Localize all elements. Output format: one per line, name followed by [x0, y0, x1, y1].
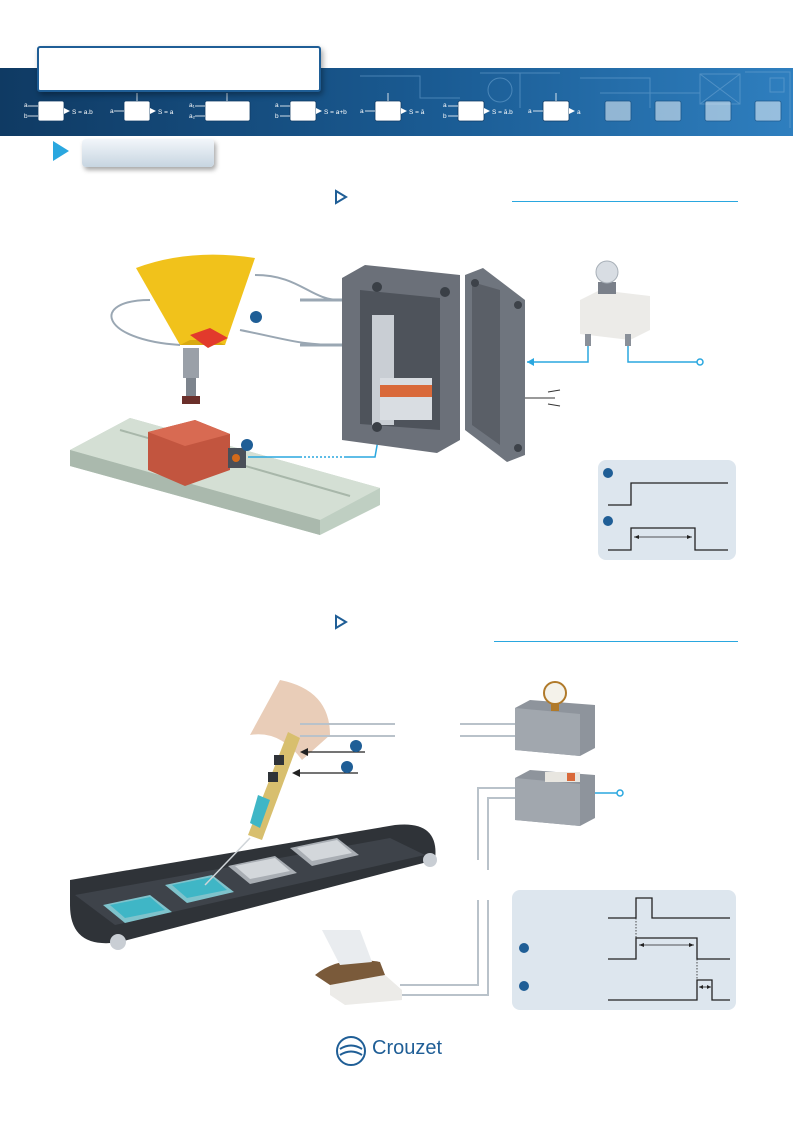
timing-marker-2a: [519, 943, 529, 953]
logic-gate-delta-and: [533, 93, 575, 122]
timing-marker-1a: [603, 468, 613, 478]
gate-input-a: a: [24, 102, 28, 109]
timing-signal-5: [608, 979, 730, 1001]
gate-output-or: S = a+b: [324, 109, 347, 116]
gate-output-delta-and: a: [577, 109, 581, 116]
marker-dot-3: [350, 740, 362, 752]
page-title: [50, 56, 310, 80]
gate-output-1delta: S = a: [158, 109, 174, 116]
pressure-gauge: [543, 681, 567, 705]
gate-label-delta-and: Δ&: [548, 109, 557, 116]
timing-signal-2: [608, 527, 728, 551]
gate-label-nand: Δ&: [463, 109, 472, 116]
gate-output-nand: S = ā.b: [492, 109, 513, 116]
application-1-title: [354, 190, 504, 206]
application-2-title: [354, 615, 484, 631]
gate-input-b2: b: [275, 113, 279, 120]
gate-input-a3: a: [275, 102, 279, 109]
timing-marker-1b: [603, 516, 613, 526]
gate-label-1delta: 1Δ: [128, 109, 137, 116]
brand-name: Crouzet: [372, 1037, 443, 1059]
gate-input-a2: a: [110, 108, 114, 115]
operator-foot: [315, 960, 385, 985]
operator-hand: [250, 680, 330, 760]
logic-gate-and: [28, 100, 70, 122]
gate-input-a2b: a₂: [189, 113, 196, 120]
gate-input-a5: a: [443, 102, 447, 109]
gate-label-or: ≥1: [295, 109, 303, 116]
application-1-illustration: [70, 254, 704, 535]
gate-input-a1: a₁: [189, 102, 196, 109]
tray-empty-2: [290, 838, 359, 866]
tray-filled-1: [103, 895, 172, 923]
marker-dot-1: [250, 311, 262, 323]
marker-dot-4: [341, 761, 353, 773]
terminal-node-1: [696, 358, 704, 366]
timing-signal-4: [608, 937, 730, 960]
gate-output-and: S = a.b: [72, 109, 93, 116]
timing-signal-3: [608, 897, 730, 919]
gate-input-b3: b: [443, 113, 447, 120]
marker-dot-2: [241, 439, 253, 451]
terminal-node-2: [616, 789, 624, 797]
logic-gate-or: [280, 100, 322, 122]
application-2-illustration: [70, 680, 624, 1005]
gate-label-and: &: [43, 109, 48, 116]
gate-output-not: S = ā: [409, 109, 425, 116]
logic-gate-1delta: [114, 93, 156, 122]
logic-gate-not: [365, 93, 407, 122]
gate-input-a4: a: [360, 108, 364, 115]
section-arrow-icon: [53, 141, 69, 161]
section-label: [90, 145, 208, 161]
yellow-limit-sensor: [136, 254, 255, 345]
gate-label-not: Δ: [382, 109, 387, 116]
logic-gate-nand: [448, 100, 490, 122]
play-triangle-icon: [335, 189, 348, 205]
play-triangle-icon-2: [335, 614, 348, 630]
application-2-rule: [494, 641, 738, 642]
tray-empty-1: [228, 856, 297, 884]
tray-filled-2: [165, 875, 234, 903]
section-tab: [82, 139, 214, 167]
lamp-bulb: [595, 260, 619, 284]
logic-gate-window: [195, 93, 251, 122]
gate-input-a6: a: [528, 108, 532, 115]
application-1-rule: [512, 201, 738, 202]
timing-chart-1: [598, 460, 736, 560]
timing-marker-2b: [519, 981, 529, 991]
timing-chart-2: [512, 890, 736, 1010]
foot-pedal: [330, 975, 402, 1005]
title-box: [37, 46, 321, 92]
timing-signal-1: [608, 482, 728, 506]
lamp-module: [580, 290, 650, 340]
crouzet-logo-icon: [336, 1036, 366, 1066]
gate-input-b: b: [24, 113, 28, 120]
logic-gate-faded: [604, 100, 782, 122]
